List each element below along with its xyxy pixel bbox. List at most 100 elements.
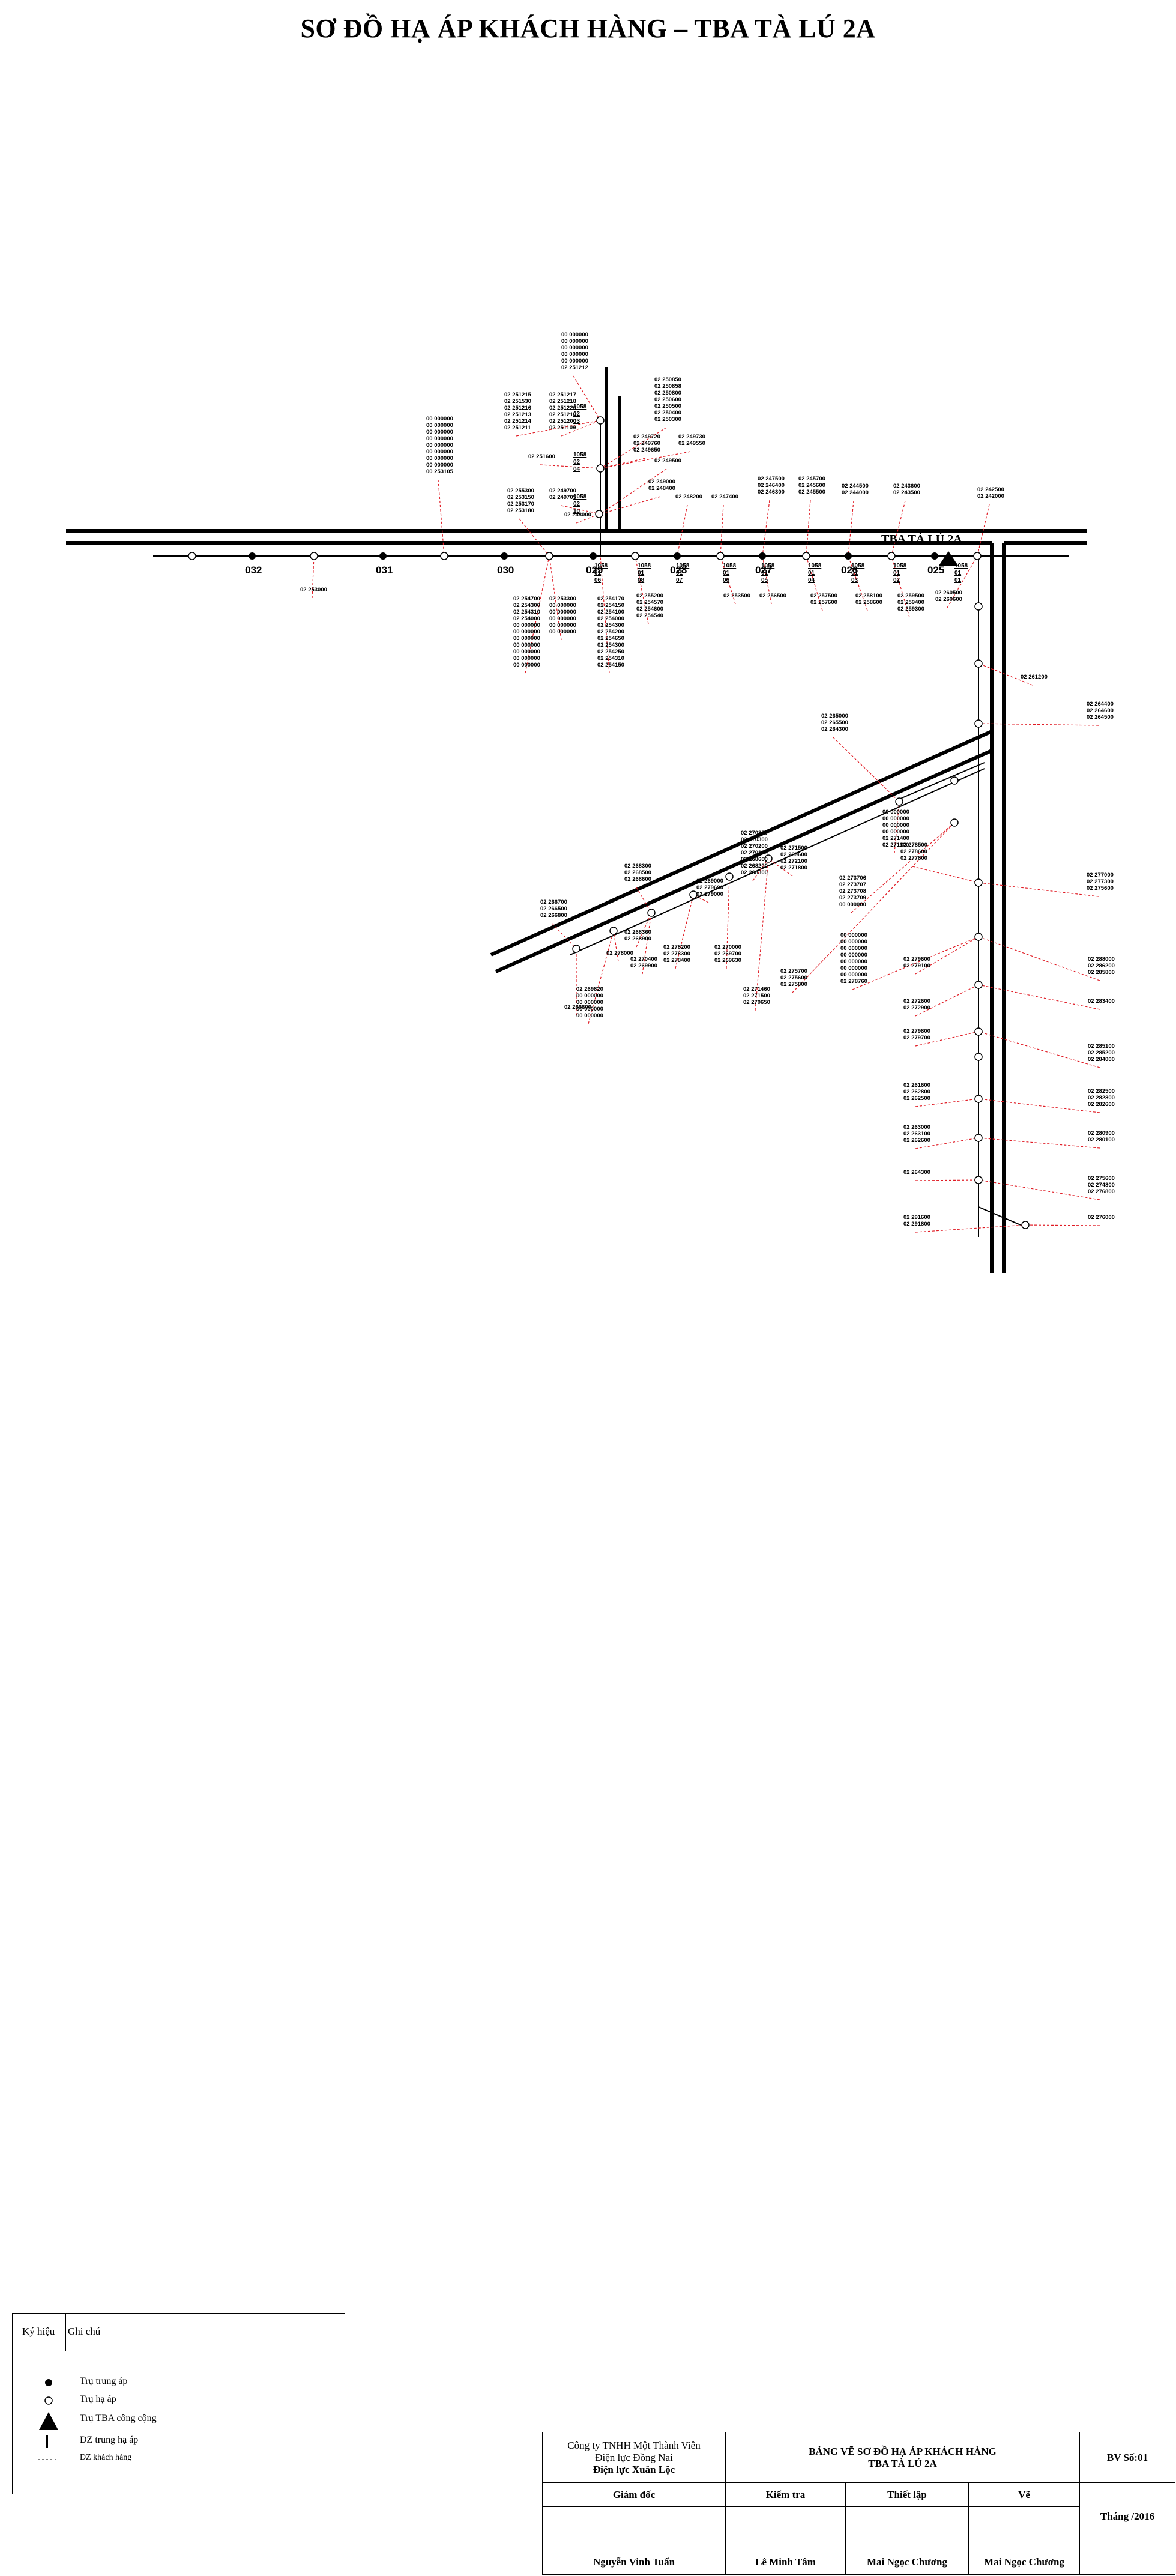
customer-link-line bbox=[978, 663, 1033, 686]
lv-pole-icon bbox=[974, 933, 983, 941]
customer-meter-list: 02 251600 bbox=[528, 453, 555, 460]
customer-meter-list: 02 283400 bbox=[1088, 998, 1115, 1005]
customer-link-line bbox=[806, 500, 811, 557]
dash-line-icon bbox=[38, 2459, 58, 2460]
legend-row-tba: Trụ TBA công cộng bbox=[13, 2411, 345, 2430]
customer-link-line bbox=[833, 737, 900, 802]
title-block: Công ty TNHH Một Thành Viên Điện lực Đồn… bbox=[542, 2432, 1175, 2575]
lv-pole-icon bbox=[44, 2396, 53, 2405]
lv-pole-icon bbox=[887, 552, 896, 560]
customer-link-line bbox=[677, 504, 688, 557]
lv-pole-icon bbox=[974, 878, 983, 887]
customer-link-line bbox=[636, 912, 652, 948]
mv-diagonal-b bbox=[495, 749, 993, 973]
mv-pole-label: 028 bbox=[670, 564, 687, 576]
customer-link-line bbox=[912, 866, 979, 883]
customer-link-line bbox=[552, 923, 577, 949]
customer-link-line bbox=[519, 518, 550, 557]
customer-link-line bbox=[720, 504, 724, 557]
customer-link-line bbox=[978, 1179, 1100, 1200]
lv-pole-icon bbox=[950, 776, 959, 785]
customer-link-line bbox=[978, 936, 1100, 981]
legend-text: DZ trung hạ áp bbox=[80, 2435, 139, 2445]
customer-link-line bbox=[312, 555, 315, 599]
lv-pole-icon bbox=[572, 945, 580, 953]
mv-diagonal-a bbox=[490, 730, 993, 957]
mv-pole-icon bbox=[845, 552, 852, 560]
customer-meter-list: 02 266600 bbox=[564, 1004, 591, 1011]
drawing-title: BẢNG VẼ SƠ ĐỒ HẠ ÁP KHÁCH HÀNG bbox=[809, 2445, 997, 2457]
legend-col-symbol: Ký hiệu bbox=[22, 2326, 55, 2337]
customer-link-line bbox=[726, 876, 730, 969]
customer-meter-list: 02 278000 bbox=[606, 950, 633, 957]
lv-pole-icon bbox=[974, 1095, 983, 1103]
name-check: Lê Minh Tâm bbox=[726, 2550, 846, 2574]
customer-meter-list: 02 261200 bbox=[1021, 674, 1048, 680]
lv-diagonal bbox=[570, 768, 985, 955]
company-line: Điện lực Đồng Nai bbox=[595, 2451, 673, 2463]
customer-link-line bbox=[1025, 1224, 1100, 1226]
legend-text: Trụ hạ áp bbox=[80, 2394, 116, 2404]
mv-pole-label: 031 bbox=[376, 564, 393, 576]
legend-row-lv-pole: Trụ hạ áp bbox=[13, 2392, 345, 2410]
customer-link-line bbox=[600, 555, 610, 674]
mv-pole-label: 027 bbox=[755, 564, 772, 576]
legend-header: Ký hiệu Ghi chú bbox=[13, 2314, 345, 2351]
customer-link-line bbox=[894, 801, 900, 854]
customer-link-line bbox=[915, 1098, 979, 1107]
customer-link-line bbox=[438, 479, 445, 557]
customer-link-line bbox=[516, 420, 601, 437]
customer-link-line bbox=[848, 500, 854, 557]
customer-link-line bbox=[636, 887, 652, 913]
mv-pole-icon bbox=[249, 552, 256, 560]
lv-pole-icon bbox=[440, 552, 448, 560]
lv-pole-icon bbox=[609, 927, 618, 935]
station-label: TBA TÀ LÚ 2A bbox=[881, 531, 962, 546]
customer-link-line bbox=[852, 936, 979, 990]
customer-link-line bbox=[768, 858, 793, 877]
lv-pole-icon bbox=[596, 416, 605, 425]
customer-link-line bbox=[561, 420, 601, 437]
customer-meter-list: 02 276000 bbox=[1088, 1214, 1115, 1221]
sign-draw bbox=[969, 2507, 1080, 2550]
lv-pole-icon bbox=[895, 797, 903, 806]
customer-link-line bbox=[600, 496, 661, 515]
customer-link-line bbox=[978, 1031, 1100, 1068]
role-design: Thiết lập bbox=[846, 2483, 969, 2507]
lv-pole-icon bbox=[974, 602, 983, 611]
customer-link-line bbox=[540, 464, 601, 469]
legend-row-customer-line: DZ khách hàng bbox=[13, 2451, 345, 2469]
customer-link-line bbox=[600, 468, 667, 515]
legend-col-note: Ghi chú bbox=[68, 2326, 101, 2337]
lv-pole-icon bbox=[974, 981, 983, 989]
lv-pole-icon bbox=[764, 854, 773, 863]
customer-link-line bbox=[915, 1031, 979, 1047]
lv-pole-icon bbox=[974, 1027, 983, 1036]
